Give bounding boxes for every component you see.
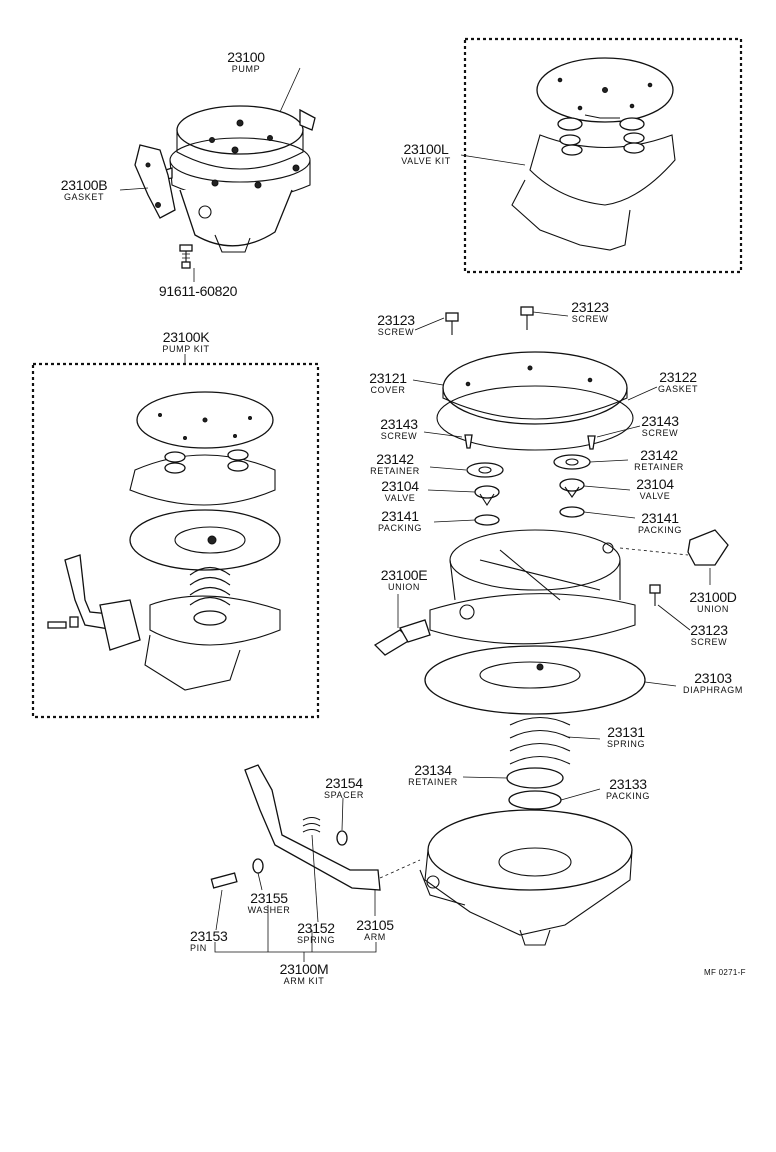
- part-name: COVER: [370, 385, 406, 395]
- part-number: 23100B: [60, 177, 108, 193]
- label-23121-cover: 23121 COVER: [364, 371, 412, 395]
- label-23123-screw-left: 23123 SCREW: [372, 313, 420, 337]
- label-23100l-valve-kit: 23100L VALVE KIT: [388, 142, 464, 166]
- part-name: SPRING: [606, 739, 646, 749]
- label-91611-60820: 91611-60820: [150, 284, 246, 298]
- part-number: 23142: [376, 451, 414, 467]
- part-number: 23131: [607, 724, 645, 740]
- part-number: 23155: [250, 890, 288, 906]
- part-name: RETAINER: [408, 777, 458, 787]
- label-23143-screw-left: 23143 SCREW: [374, 417, 424, 441]
- label-23141-packing-right: 23141 PACKING: [630, 511, 690, 535]
- part-number: 23141: [381, 508, 419, 524]
- valve-kit-drawing: [511, 57, 676, 251]
- label-23154-spacer: 23154 SPACER: [316, 776, 372, 800]
- pump-kit-box: [31, 362, 320, 719]
- part-name: ARM: [364, 932, 386, 942]
- part-number: 23103: [694, 670, 732, 686]
- label-23103-diaphragm: 23103 DIAPHRAGM: [674, 671, 752, 695]
- part-name: PACKING: [637, 525, 683, 535]
- label-23155-washer: 23155 WASHER: [240, 891, 298, 915]
- part-name: VALVE KIT: [401, 156, 451, 166]
- main-exploded-drawing: [373, 306, 729, 946]
- label-23100m-arm-kit: 23100M ARM KIT: [268, 962, 340, 986]
- part-number: 23100K: [162, 329, 210, 345]
- part-number: 23123: [377, 312, 415, 328]
- part-name: RETAINER: [370, 466, 420, 476]
- assembled-pump-drawing: [134, 105, 316, 269]
- label-23100d-union: 23100D UNION: [680, 590, 746, 614]
- part-number: 23121: [369, 370, 407, 386]
- part-name: SCREW: [690, 637, 728, 647]
- label-23100k-pump-kit: 23100K PUMP KIT: [150, 330, 222, 354]
- part-name: VALVE: [639, 491, 671, 501]
- label-23104-valve-left: 23104 VALVE: [375, 479, 425, 503]
- part-number: 23100L: [403, 141, 449, 157]
- label-23100e-union: 23100E UNION: [372, 568, 436, 592]
- part-name: RETAINER: [634, 462, 684, 472]
- drawing-code: MF 0271-F: [704, 968, 746, 977]
- part-number: 23123: [690, 622, 728, 638]
- part-name: ARM KIT: [283, 976, 325, 986]
- part-number: 23134: [414, 762, 452, 778]
- part-number: 23100D: [689, 589, 737, 605]
- part-number: 23100E: [380, 567, 428, 583]
- label-23104-valve-right: 23104 VALVE: [630, 477, 680, 501]
- part-number: 23100M: [279, 961, 329, 977]
- label-23133-packing: 23133 PACKING: [598, 777, 658, 801]
- part-name: PACKING: [377, 523, 423, 533]
- part-name: SCREW: [380, 431, 418, 441]
- part-number: 23122: [659, 369, 697, 385]
- part-name: UNION: [388, 582, 420, 592]
- part-name: DIAPHRAGM: [683, 685, 743, 695]
- part-name: PACKING: [605, 791, 651, 801]
- part-number: 23143: [641, 413, 679, 429]
- part-name: SPACER: [324, 790, 364, 800]
- leader-lines: [119, 67, 711, 962]
- part-name: VALVE: [384, 493, 416, 503]
- label-23152-spring: 23152 SPRING: [290, 921, 342, 945]
- part-name: WASHER: [247, 905, 291, 915]
- label-23100b-gasket: 23100B GASKET: [48, 178, 120, 202]
- label-23141-packing-left: 23141 PACKING: [370, 509, 430, 533]
- part-name: SPRING: [296, 935, 336, 945]
- part-number: 23105: [356, 917, 394, 933]
- part-name: PUMP KIT: [162, 344, 210, 354]
- part-number: 23141: [641, 510, 679, 526]
- label-23122-gasket: 23122 GASKET: [650, 370, 706, 394]
- label-23143-screw-right: 23143 SCREW: [634, 414, 686, 438]
- part-name: GASKET: [63, 192, 105, 202]
- part-number: 23154: [325, 775, 363, 791]
- arm-kit-drawing: [210, 764, 421, 891]
- part-number: 23133: [609, 776, 647, 792]
- part-name: SCREW: [641, 428, 679, 438]
- part-name: PUMP: [231, 64, 261, 74]
- part-number: 23142: [640, 447, 678, 463]
- label-23153-pin: 23153 PIN: [190, 929, 242, 953]
- label-23142-retainer-right: 23142 RETAINER: [626, 448, 692, 472]
- label-23100-pump: 23100 PUMP: [214, 50, 278, 74]
- label-23131-spring: 23131 SPRING: [600, 725, 652, 749]
- part-number: 23123: [571, 299, 609, 315]
- label-23123-screw-lower: 23123 SCREW: [684, 623, 734, 647]
- part-number: 91611-60820: [158, 283, 238, 299]
- part-name: SCREW: [571, 314, 609, 324]
- part-name: SCREW: [377, 327, 415, 337]
- part-name: UNION: [697, 604, 729, 614]
- part-number: 23100: [227, 49, 265, 65]
- part-number: 23104: [636, 476, 674, 492]
- label-23142-retainer-left: 23142 RETAINER: [362, 452, 428, 476]
- part-name: PIN: [190, 943, 207, 953]
- part-name: GASKET: [657, 384, 699, 394]
- part-number: 23152: [297, 920, 335, 936]
- part-number: 23104: [381, 478, 419, 494]
- part-number: 23143: [380, 416, 418, 432]
- label-23134-retainer: 23134 RETAINER: [400, 763, 466, 787]
- label-23105-arm: 23105 ARM: [350, 918, 400, 942]
- label-23123-screw-right: 23123 SCREW: [564, 300, 616, 324]
- pump-kit-drawing: [47, 391, 281, 691]
- part-number: 23153: [190, 928, 228, 944]
